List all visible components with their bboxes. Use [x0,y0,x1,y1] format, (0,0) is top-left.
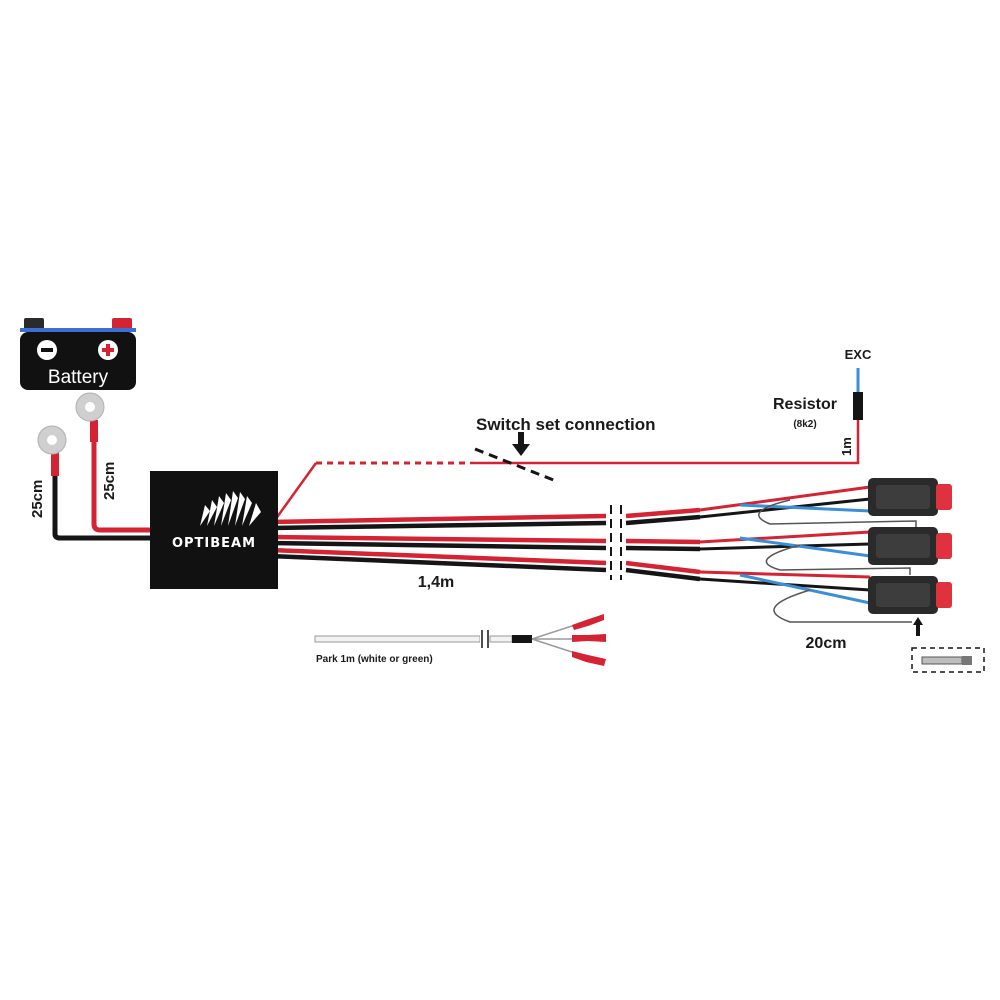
park-terminal-3 [572,651,606,666]
resistor-body [853,392,863,420]
battery-positive-post [112,318,132,330]
connector-1-tip [936,484,952,510]
connector-2-tip [936,533,952,559]
park-wire: Park 1m (white or green) [314,614,606,666]
negative-lead-length-label: 25cm [29,480,46,518]
switch-cut-line [474,447,557,483]
positive-crimp [90,420,98,442]
resistor-value-label: (8k2) [793,419,816,430]
up-arrow-icon [913,617,923,625]
brand-name: OPTIBEAM [172,536,256,551]
switch-lead-wire [470,418,860,465]
main-harness: 1,4m [269,505,701,591]
park-terminal-1 [572,614,604,630]
switch-lead-stub [273,462,318,521]
exc-label: EXC [845,347,872,362]
optibeam-logo [200,491,261,526]
battery-label: Battery [48,367,109,388]
connector-fanouts: 20cm [699,478,985,673]
battery: Battery [20,318,136,390]
park-wire-sheath [314,635,481,643]
switch-set-connection-label: Switch set connection [476,415,655,434]
positive-ring-hole [85,402,95,412]
negative-lead-wire [52,460,152,541]
cable-break-gap [607,505,625,580]
positive-lead-wire [91,430,152,533]
connector-3-tip [936,582,952,608]
negative-crimp [51,452,59,476]
switch-lead-length-label: 1m [839,437,854,456]
detail-box [911,647,985,673]
module-body [150,471,278,589]
connector-3 [868,576,952,614]
park-wire-label: Park 1m (white or green) [316,654,433,665]
switch-lead: Switch set connection EXC Resistor (8k2)… [273,347,872,521]
down-arrow-icon [512,444,530,456]
negative-ring-hole [47,435,57,445]
connector-lead-length-label: 20cm [806,635,847,652]
battery-negative-post [24,318,44,330]
park-terminal-2 [572,634,606,642]
resistor-label: Resistor [773,396,837,413]
park-wire-split [512,635,532,643]
connector-2 [868,527,952,565]
controller-module: OPTIBEAM [150,471,278,589]
main-cable-length-label: 1,4m [418,574,454,591]
positive-lead-length-label: 25cm [101,462,118,500]
battery-leads: 25cm 25cm [29,392,152,541]
connector-1 [868,478,952,516]
battery-top-strip [20,328,136,332]
